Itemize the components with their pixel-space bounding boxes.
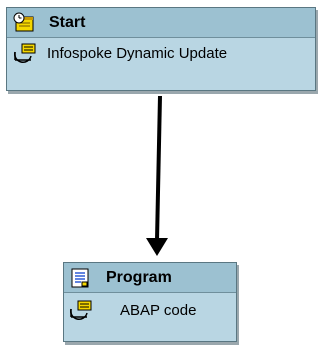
start-node[interactable]: Start Infospoke Dynamic Update xyxy=(6,7,316,91)
connector-line xyxy=(155,95,162,241)
arrowhead xyxy=(146,238,168,256)
program-node[interactable]: Program ABAP code xyxy=(63,262,237,342)
clock-note-icon xyxy=(13,12,34,32)
process-chain-icon xyxy=(70,300,92,320)
start-node-row: Infospoke Dynamic Update xyxy=(7,38,315,90)
start-node-header: Start xyxy=(7,8,315,38)
program-node-subtitle: ABAP code xyxy=(120,302,197,319)
process-chain-icon xyxy=(14,43,36,63)
program-node-row: ABAP code xyxy=(64,293,236,341)
start-node-title: Start xyxy=(49,14,86,31)
start-node-subtitle: Infospoke Dynamic Update xyxy=(47,45,228,62)
program-document-icon xyxy=(71,268,89,288)
program-node-title: Program xyxy=(106,269,172,286)
program-node-header: Program xyxy=(64,263,236,293)
